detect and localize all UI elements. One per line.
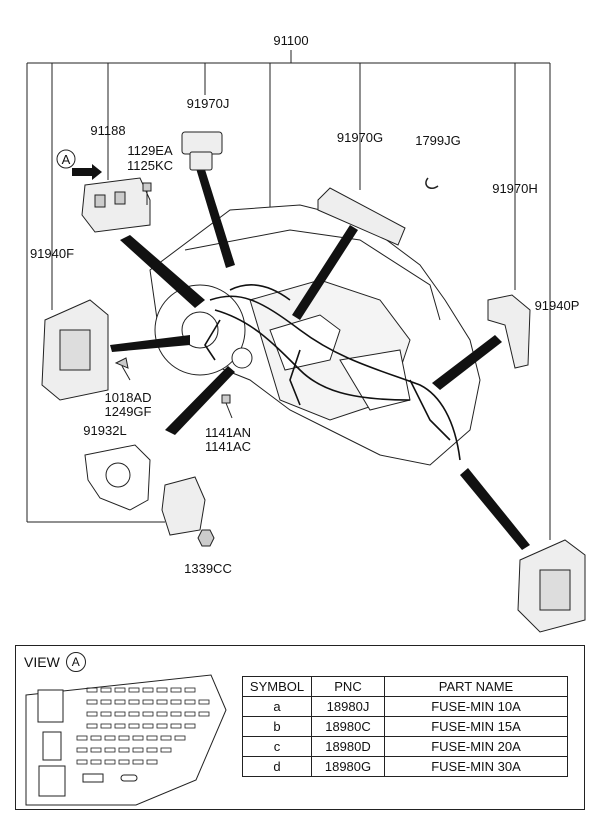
- cell-part-name: FUSE-MIN 15A: [384, 716, 568, 737]
- bolt-1141AN: [221, 394, 233, 419]
- harness-wires: [204, 284, 461, 461]
- module-91970G: [317, 187, 406, 246]
- view-label: VIEW: [24, 654, 60, 670]
- label-1125KC: 1125KC: [127, 158, 173, 173]
- label-91940P: 91940P: [535, 298, 580, 313]
- dashboard-panel: [149, 204, 481, 466]
- table-row: a 18980J FUSE-MIN 10A: [242, 696, 568, 717]
- cell-pnc: 18980C: [311, 716, 385, 737]
- fuse-panel-drawing: [25, 674, 227, 806]
- label-1799JG: 1799JG: [415, 133, 461, 148]
- connector-91188: [81, 177, 151, 233]
- relay-91970J: [181, 131, 223, 171]
- fuse-table: SYMBOL PNC PART NAME a 18980J FUSE-MIN 1…: [242, 676, 568, 777]
- label-91970G: 91970G: [337, 130, 383, 145]
- cell-symbol: b: [242, 716, 312, 737]
- label-1339CC: 1339CC: [184, 561, 232, 576]
- header-part-name: PART NAME: [384, 676, 568, 697]
- view-marker: A: [65, 652, 86, 672]
- fuse-table-header: SYMBOL PNC PART NAME: [242, 676, 568, 697]
- label-91100: 91100: [273, 33, 308, 48]
- cell-symbol: c: [242, 736, 312, 757]
- table-row: c 18980D FUSE-MIN 20A: [242, 736, 568, 757]
- cell-pnc: 18980G: [311, 756, 385, 777]
- cell-part-name: FUSE-MIN 30A: [384, 756, 568, 777]
- cell-part-name: FUSE-MIN 20A: [384, 736, 568, 757]
- label-1141AN: 1141AN: [205, 425, 251, 440]
- junction-box-91940F: [41, 299, 109, 401]
- label-91940F: 91940F: [30, 246, 74, 261]
- wiring-diagram: A 91100 91970J 91188 1129EA 1125KC 91970…: [26, 33, 586, 633]
- view-a-panel: VIEW A SYMBOL PNC PART NAME: [15, 645, 585, 810]
- table-row: b 18980C FUSE-MIN 15A: [242, 716, 568, 737]
- bolt-1129EA: [142, 182, 152, 205]
- screw-1018AD: [114, 357, 131, 381]
- nut-1339CC: [197, 529, 215, 547]
- label-1141AC: 1141AC: [205, 439, 251, 454]
- bracket-91970H: [487, 294, 531, 369]
- view-title: VIEW A: [24, 652, 86, 672]
- cell-pnc: 18980D: [311, 736, 385, 757]
- clip-1799JG: [425, 177, 439, 190]
- view-a-marker: A: [62, 152, 71, 167]
- label-1249GF: 1249GF: [105, 404, 152, 419]
- module-small: [161, 476, 206, 536]
- cell-symbol: a: [242, 696, 312, 717]
- view-a-arrow: A: [56, 149, 102, 180]
- leader-lines: [26, 50, 551, 540]
- cell-part-name: FUSE-MIN 10A: [384, 696, 568, 717]
- label-1129EA: 1129EA: [127, 143, 173, 158]
- junction-box-91940P: [517, 539, 586, 633]
- label-91932L: 91932L: [83, 423, 126, 438]
- label-1018AD: 1018AD: [105, 390, 152, 405]
- callout-pointers: [110, 160, 530, 550]
- header-symbol: SYMBOL: [242, 676, 312, 697]
- label-91970J: 91970J: [187, 96, 230, 111]
- label-91970H: 91970H: [492, 181, 538, 196]
- table-row: d 18980G FUSE-MIN 30A: [242, 756, 568, 777]
- label-91188: 91188: [90, 123, 125, 138]
- cell-symbol: d: [242, 756, 312, 777]
- bracket-91932L: [84, 444, 151, 511]
- header-pnc: PNC: [311, 676, 385, 697]
- cell-pnc: 18980J: [311, 696, 385, 717]
